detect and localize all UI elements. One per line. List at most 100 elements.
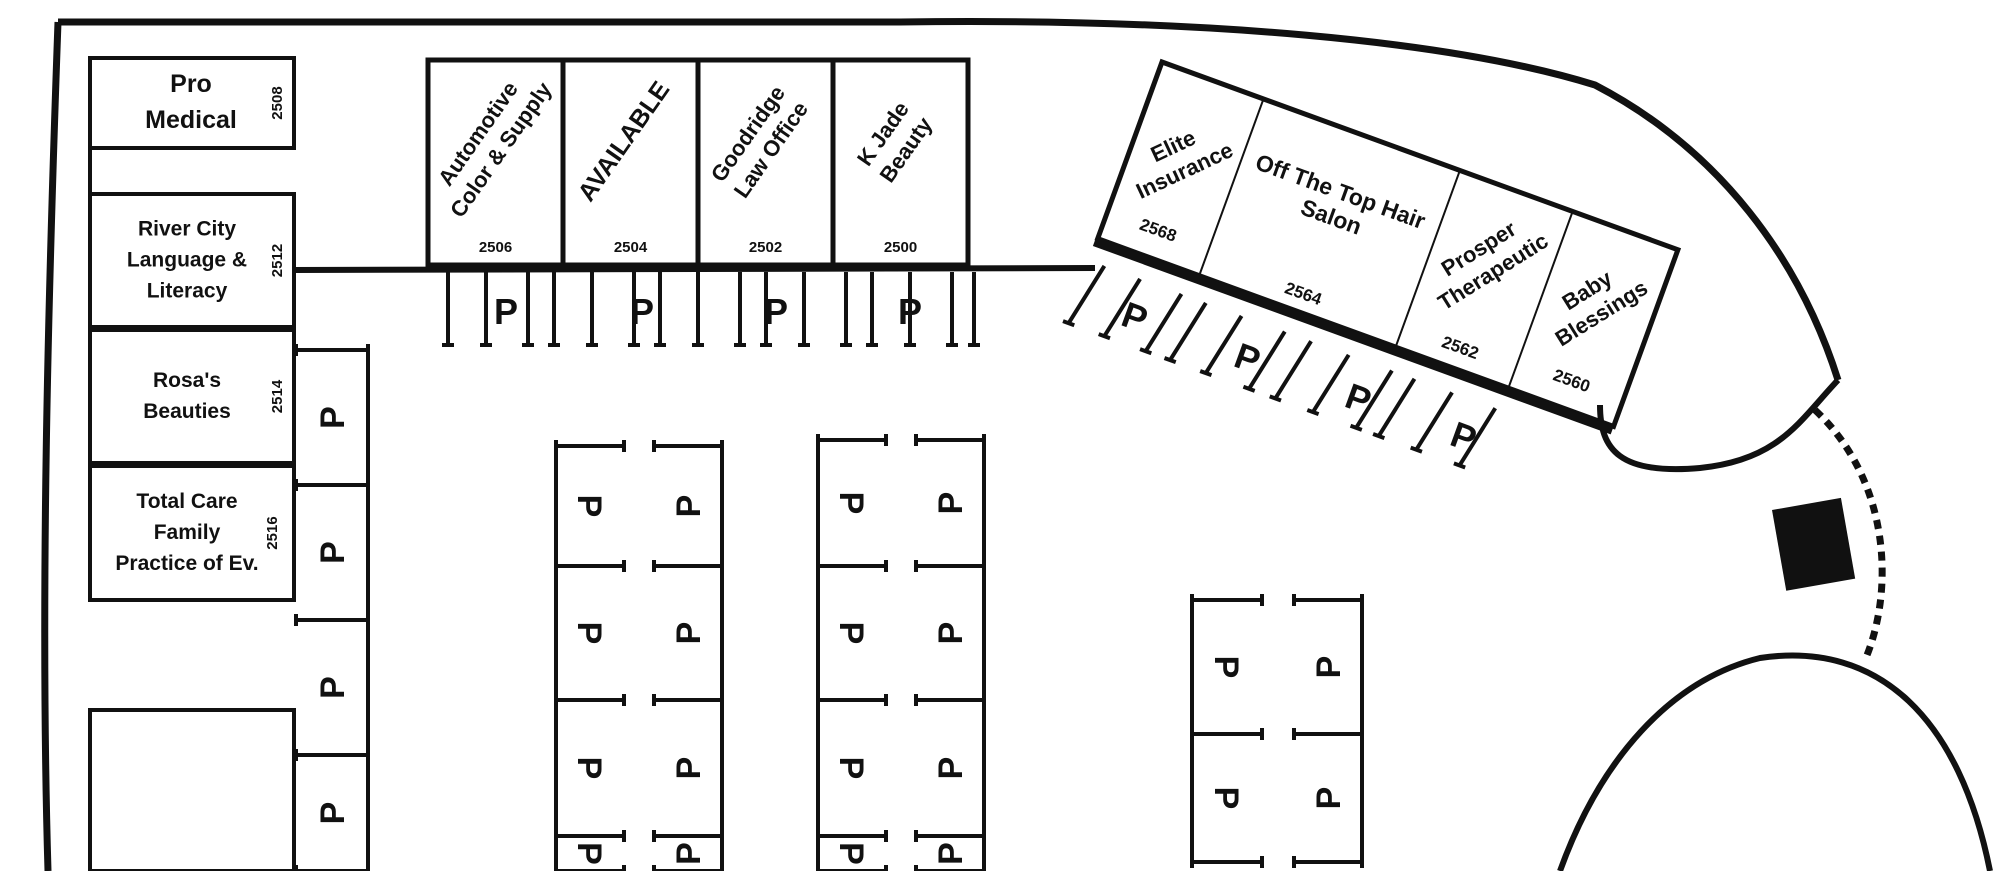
unit-2514	[88, 328, 296, 465]
parking-row-c: P P P P	[816, 434, 888, 876]
available-unit-label: AVAILABLE	[573, 76, 676, 206]
stall-line-end	[1453, 461, 1466, 470]
unit-number-2562: 2562	[1439, 332, 1481, 363]
monument-sign	[1772, 497, 1856, 591]
stall-line-end	[1306, 408, 1320, 417]
unit-name-off-the-top-hair-salon: Off The Top HairSalon	[1243, 149, 1429, 260]
parking-symbol: P	[932, 492, 970, 515]
parking-symbol: P	[314, 676, 352, 699]
unit-number-2514: 2514	[269, 379, 286, 413]
unit-number-2512: 2512	[269, 244, 286, 277]
parking-symbol: P	[832, 842, 870, 865]
parking-symbol: P	[1310, 656, 1348, 679]
stall-line	[1204, 314, 1244, 375]
unit-number-2564: 2564	[1282, 278, 1325, 309]
unit-name-goodridge-law-office: GoodridgeLaw Office	[706, 81, 813, 203]
parking-row-f: PP	[1292, 594, 1364, 868]
parking-symbol: P	[764, 291, 788, 332]
angled-walkway	[1092, 237, 1614, 435]
stall-line-end	[1269, 394, 1282, 403]
property-boundary-left	[41, 21, 62, 872]
unit-name-automotive-color-supply: AutomotiveColor & Supply	[422, 61, 557, 222]
unit-number-2568: 2568	[1137, 215, 1179, 246]
unit-divider	[1394, 170, 1461, 348]
unit-number-2560: 2560	[1551, 365, 1593, 396]
parking-symbol: P	[1310, 787, 1348, 810]
unit-2504	[560, 57, 701, 268]
parking-symbol: P	[314, 541, 352, 564]
property-boundary	[58, 18, 1842, 382]
parking-row-b: P P P P	[652, 440, 724, 876]
parking-symbol: P	[314, 802, 352, 825]
parking-symbol: P	[1116, 294, 1153, 341]
stall-line-end	[1242, 384, 1256, 393]
unit-name-k-jade-beauty: K JadeBeauty	[852, 96, 938, 187]
stall-line-end	[1372, 432, 1386, 440]
parking-symbol: P	[670, 622, 708, 645]
unit-number-2506: 2506	[479, 239, 512, 256]
stall-line	[1102, 277, 1142, 338]
stall-line	[1066, 264, 1107, 325]
parking-symbol: P	[494, 291, 518, 332]
parking-symbol: P	[898, 291, 922, 332]
stall-line-end	[1409, 445, 1423, 454]
parking-symbol: P	[670, 757, 708, 780]
unit-number-2508: 2508	[269, 86, 286, 119]
unit-divider	[1507, 211, 1574, 389]
parking-symbol: P	[570, 842, 608, 865]
dashed-path	[1812, 407, 1886, 662]
unit-number-2504: 2504	[614, 239, 648, 256]
unit-divider	[1198, 98, 1265, 276]
stall-line-end	[1163, 356, 1177, 365]
parking-symbol: P	[1340, 375, 1377, 422]
stall-line	[1457, 407, 1497, 467]
parking-symbol: P	[832, 757, 870, 780]
parking-symbol: P	[630, 291, 654, 332]
top-building: AutomotiveColor & Supply 2506 AVAILABLE 250…	[293, 57, 1096, 273]
parking-symbol: P	[570, 495, 608, 518]
unit-name-prosper-therapeutic: ProsperTherapeutic	[1419, 205, 1552, 315]
stall-line	[1377, 377, 1417, 438]
parking-symbol: P	[570, 622, 608, 645]
stall-line-end	[1098, 332, 1111, 341]
unit-2500	[830, 57, 971, 268]
parking-row-e: PP	[1190, 594, 1264, 868]
parking-symbol: P	[1207, 656, 1245, 679]
unit-vacant-lower	[88, 708, 296, 873]
unit-number-2502: 2502	[749, 239, 782, 256]
unit-number-2500: 2500	[884, 239, 917, 256]
stall-line	[1414, 391, 1454, 451]
stall-line	[1143, 292, 1184, 353]
parking-symbol: P	[932, 757, 970, 780]
parking-row-d: P P P P	[914, 434, 986, 876]
stall-line	[1168, 301, 1208, 362]
parking-symbol: P	[1207, 787, 1245, 810]
angled-building-outline	[1094, 58, 1682, 430]
parking-row-a: P P P P	[554, 440, 626, 876]
unit-number-2516: 2516	[264, 516, 281, 549]
parking-symbol: P	[570, 757, 608, 780]
stall-line	[1311, 353, 1351, 414]
parking-symbol: P	[832, 492, 870, 515]
stall-line-end	[1199, 369, 1213, 378]
right-island-curve	[1597, 377, 1841, 473]
lower-right-island	[1557, 652, 1993, 873]
parking-symbol: P	[670, 495, 708, 518]
stall-line-end	[1349, 423, 1363, 432]
stall-line	[1273, 340, 1313, 400]
parking-symbol: P	[932, 842, 970, 865]
parking-symbol: P	[932, 622, 970, 645]
parking-symbol: P	[670, 842, 708, 865]
parking-symbol: P	[832, 622, 870, 645]
